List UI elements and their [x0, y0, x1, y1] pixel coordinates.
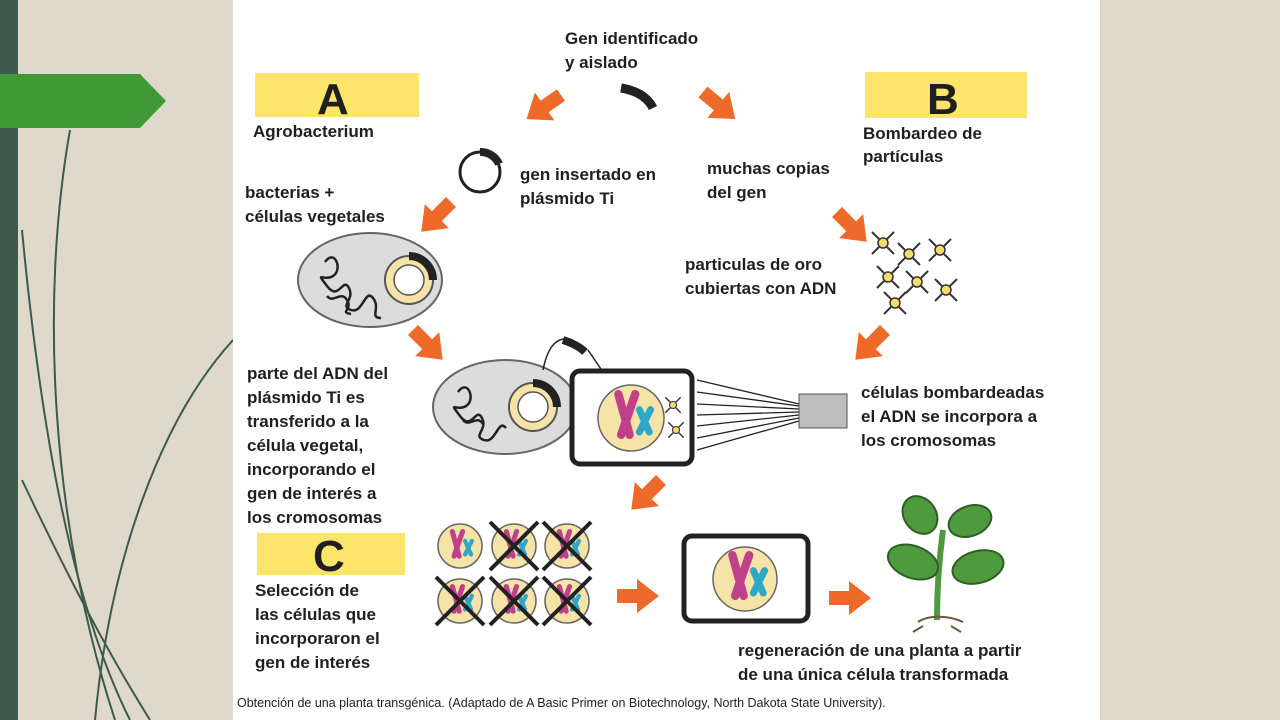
svg-text:bacterias +: bacterias + [245, 183, 334, 202]
arrow-to-plasmid [516, 81, 571, 134]
green-arrow-shape [0, 74, 166, 128]
section-c-letter: C [313, 532, 345, 581]
arrow-to-transfer [400, 317, 455, 372]
section-b-letter: B [927, 75, 959, 124]
svg-text:plásmido Ti es: plásmido Ti es [247, 388, 365, 407]
gold-particles-label: particulas de oro cubiertas con ADN [685, 255, 836, 298]
svg-text:células bombardeadas: células bombardeadas [861, 383, 1044, 402]
svg-text:células vegetales: células vegetales [245, 207, 385, 226]
svg-text:regeneración de una planta a p: regeneración de una planta a partir [738, 641, 1022, 660]
svg-text:incorporaron el: incorporaron el [255, 629, 380, 648]
svg-text:Gen identificado: Gen identificado [565, 29, 698, 48]
gene-identified-label: Gen identificado y aislado [565, 29, 698, 72]
transformed-cell-frame [569, 368, 695, 467]
svg-text:de una única célula transforma: de una única célula transformada [738, 665, 1009, 684]
svg-text:Selección de: Selección de [255, 581, 359, 600]
gene-copies-label: muchas copias del gen [707, 159, 830, 202]
cell-selection-label: Selección de las células que incorporaro… [255, 581, 380, 672]
decorative-curves [21, 129, 233, 720]
agrobacterium-title: Agrobacterium [253, 122, 374, 141]
arrow-to-bombarded [843, 317, 898, 372]
gold-particles-icon [871, 231, 958, 315]
arrow-to-copies [692, 78, 747, 133]
bacteria-plant-cell-icon [297, 232, 443, 328]
regenerated-plant-icon [886, 495, 1005, 633]
arrow-to-plant [829, 581, 871, 615]
svg-text:incorporando el: incorporando el [247, 460, 375, 479]
svg-text:y aislado: y aislado [565, 53, 638, 72]
figure-caption: Obtención de una planta transgénica. (Ad… [237, 696, 886, 710]
svg-text:partículas: partículas [863, 147, 943, 166]
gene-gun-icon [798, 393, 848, 429]
section-a-letter: A [317, 75, 349, 124]
diagram-panel: Gen identificado y aislado A Agrobacteri… [233, 0, 1100, 720]
svg-text:cubiertas con ADN: cubiertas con ADN [685, 279, 836, 298]
gene-fragment-icon [620, 83, 658, 111]
svg-text:gen de interés: gen de interés [255, 653, 370, 672]
section-c-box [257, 533, 405, 575]
svg-text:plásmido Ti: plásmido Ti [520, 189, 614, 208]
bombarded-cells-label: células bombardeadas el ADN se incorpora… [861, 383, 1044, 450]
svg-text:parte del ADN del: parte del ADN del [247, 364, 388, 383]
arrow-to-bacteria [409, 189, 464, 244]
bombardment-rays [696, 379, 800, 451]
particle-bombardment-title: Bombardeo de partículas [863, 124, 982, 166]
svg-text:transferido a la: transferido a la [247, 412, 369, 431]
svg-text:los cromosomas: los cromosomas [861, 431, 996, 450]
arrow-to-gold [824, 199, 879, 254]
selected-cell-frame [681, 533, 811, 624]
section-b-box [865, 72, 1027, 118]
svg-text:Bombardeo de: Bombardeo de [863, 124, 982, 143]
transfer-gene-fragment [561, 336, 588, 355]
svg-text:célula vegetal,: célula vegetal, [247, 436, 363, 455]
svg-text:muchas copias: muchas copias [707, 159, 830, 178]
svg-text:particulas de oro: particulas de oro [685, 255, 822, 274]
arrow-to-selected-cell [617, 579, 659, 613]
bacteria-cells-label: bacterias + células vegetales [245, 183, 385, 226]
arrow-to-selection [619, 467, 674, 522]
transgenic-plant-diagram: Gen identificado y aislado A Agrobacteri… [237, 29, 1044, 710]
section-a-box [255, 73, 419, 117]
svg-text:gen insertado en: gen insertado en [520, 165, 656, 184]
svg-text:los cromosomas: los cromosomas [247, 508, 382, 527]
cell-selection-grid [434, 520, 593, 627]
svg-text:gen de interés a: gen de interés a [247, 484, 377, 503]
transfer-cell-icon [432, 359, 578, 455]
dna-transfer-label: parte del ADN del plásmido Ti es transfe… [247, 364, 388, 527]
gene-inserted-label: gen insertado en plásmido Ti [520, 165, 656, 208]
svg-text:las células que: las células que [255, 605, 376, 624]
plant-regeneration-label: regeneración de una planta a partir de u… [738, 641, 1022, 684]
left-accent-stripe [0, 0, 18, 720]
svg-text:el ADN se incorpora a: el ADN se incorpora a [861, 407, 1038, 426]
svg-text:del gen: del gen [707, 183, 767, 202]
plasmid-ti-icon [458, 148, 503, 194]
